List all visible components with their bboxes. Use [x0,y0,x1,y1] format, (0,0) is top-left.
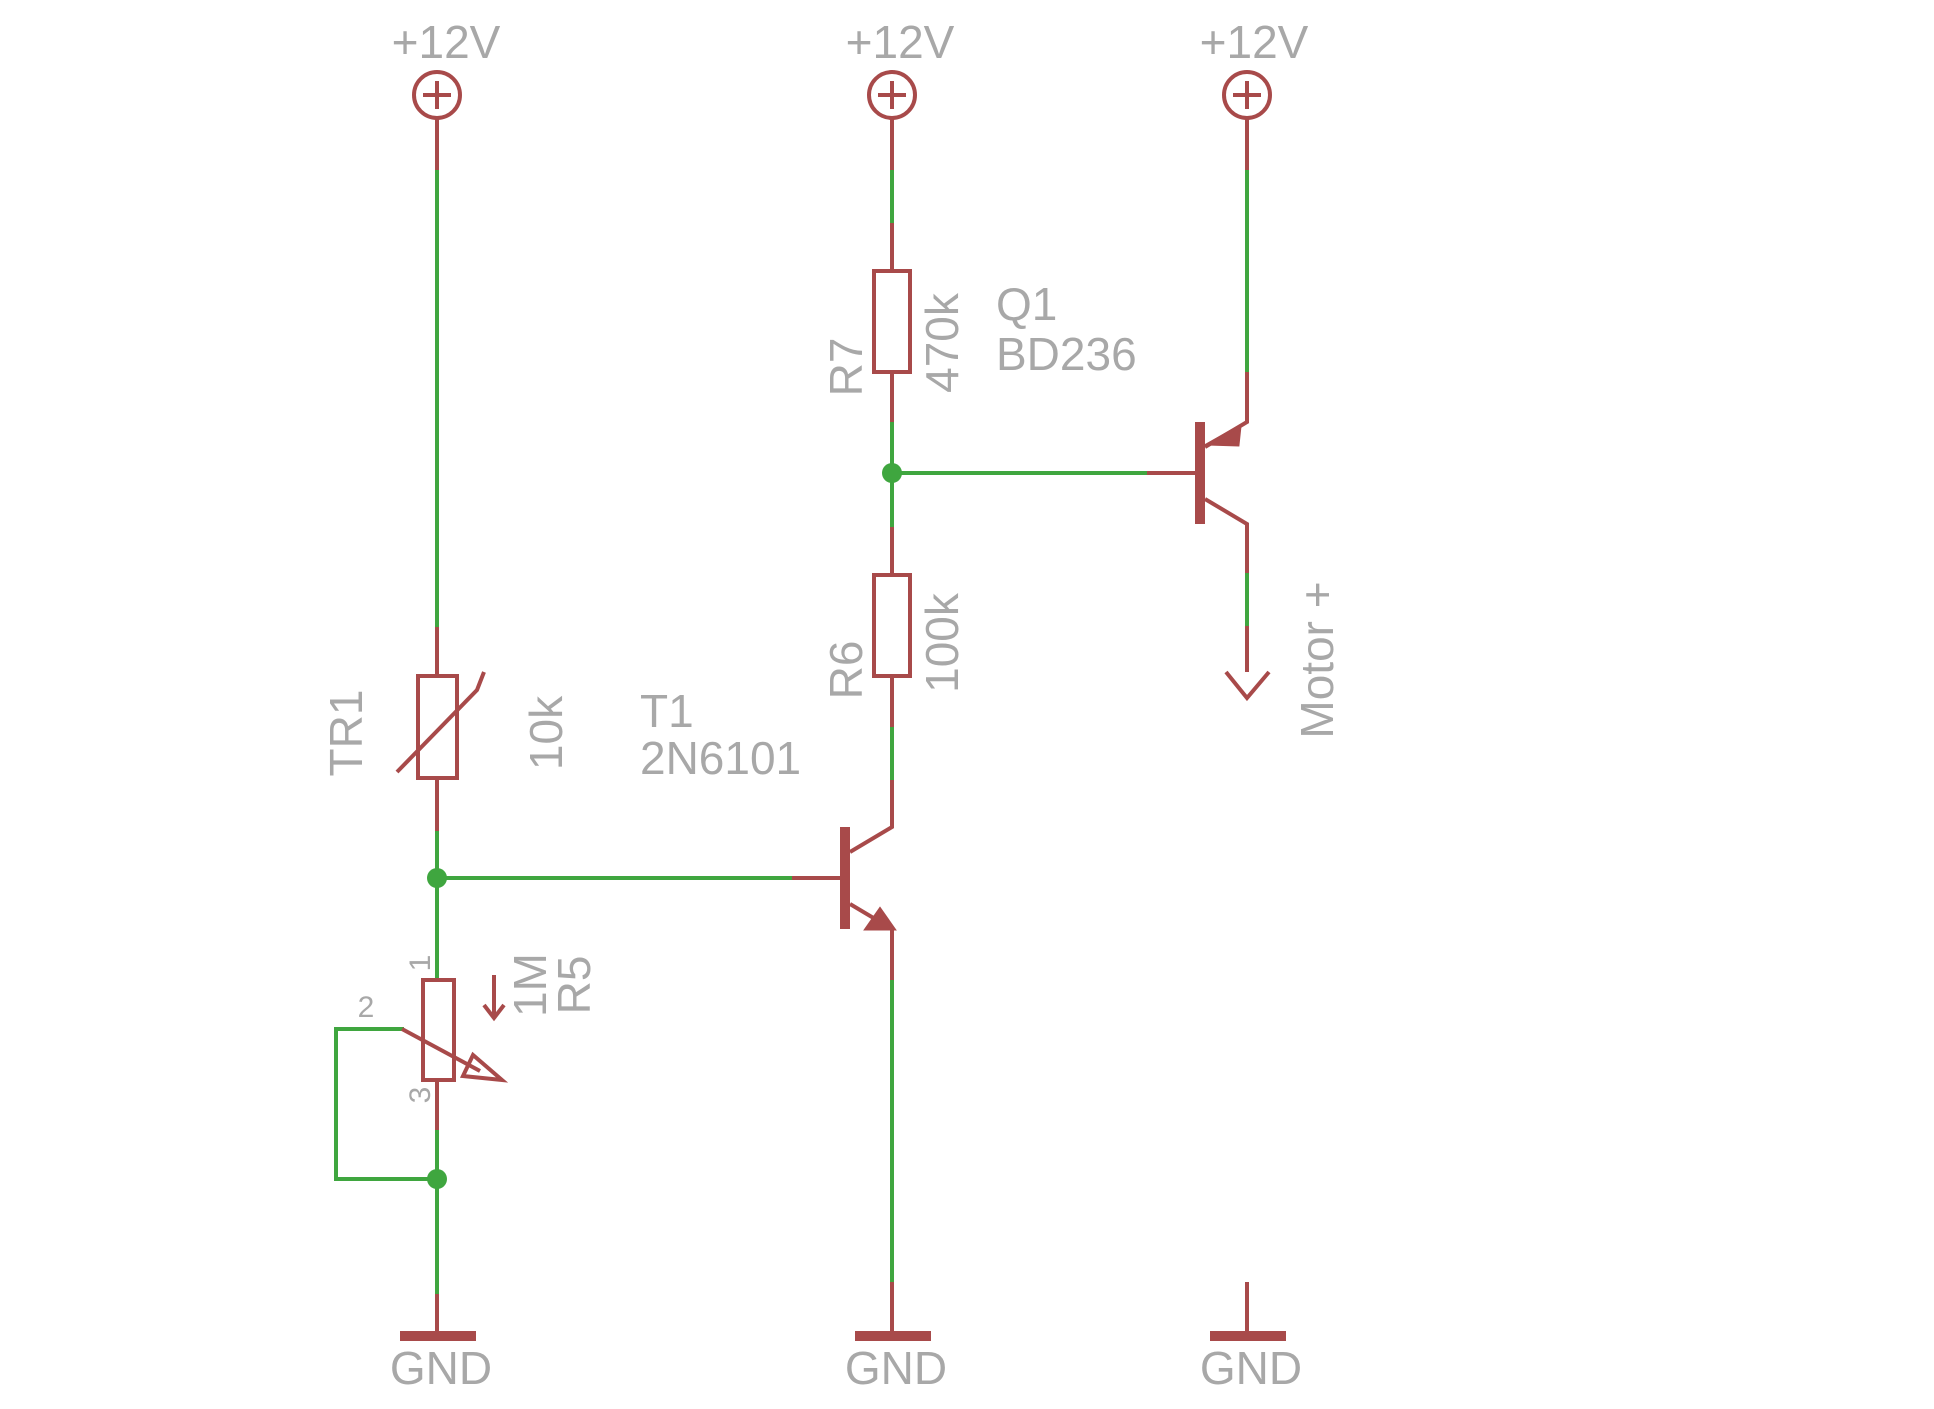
emitter-arrow-icon [863,906,897,931]
thermistor-slash-icon [395,671,486,774]
q1-name: Q1 [996,278,1057,330]
ground-label: GND [1200,1342,1302,1394]
ground-label: GND [390,1342,492,1394]
trimmer-body [421,978,456,1082]
transistor-collector-lead [848,780,894,854]
t1-value: 2N6101 [640,732,801,784]
supply-circle-icon [867,70,917,120]
supply-label: +12V [846,16,955,68]
supply-12v-3: +12V [1200,16,1309,170]
r7-name: R7 [820,338,872,397]
r5-pin-2: 2 [358,991,375,1024]
ground-1: GND [390,1294,492,1394]
supply-12v-2: +12V [846,16,955,170]
supply-label: +12V [392,16,501,68]
thermistor-body [416,674,459,780]
ground-label: GND [845,1342,947,1394]
ground-3: GND [1200,1282,1302,1394]
wires [334,168,1249,1296]
tr1-value: 10k [520,695,572,770]
output-label: Motor + [1291,581,1343,738]
transistor-t1: T1 2N6101 [640,685,897,980]
junction-dot [427,1169,447,1189]
junction-dot [427,868,447,888]
supply-label: +12V [1200,16,1309,68]
junction-dot [882,463,902,483]
r5-pin-3: 3 [404,1087,437,1104]
transistor-q1: Q1 BD236 [996,278,1249,573]
wire-r5-wiper-loop [334,1027,439,1181]
t1-name: T1 [640,685,694,737]
junctions [427,463,902,1189]
resistor-body [872,269,912,374]
tr1-name: TR1 [320,690,372,777]
q1-value: BD236 [996,328,1137,380]
adjust-arrow-down-icon [482,1003,506,1022]
resistor-r6: R6 100k [820,527,968,727]
resistor-body [872,573,912,678]
emitter-arrow-icon [1202,423,1242,447]
output-arrow-icon [1224,670,1271,702]
supply-circle-icon [1222,70,1272,120]
thermistor-tr1: TR1 10k [320,627,572,831]
trimmer-r5: 1 2 3 1M R5 [358,953,600,1130]
trimmer-arrow-icon [459,1051,509,1083]
r5-pin-1: 1 [404,955,437,972]
r6-name: R6 [820,641,872,700]
resistor-r7: R7 470k [820,223,968,422]
r5-value: 1M [504,953,556,1017]
ground-2: GND [845,1282,947,1394]
supply-12v-1: +12V [392,16,501,170]
supply-circle-icon [412,70,462,120]
r5-name: R5 [548,956,600,1015]
output-motor-plus: Motor + [1224,581,1343,739]
transistor-collector-lead [1203,497,1249,573]
r7-value: 470k [916,292,968,393]
r6-value: 100k [916,592,968,693]
